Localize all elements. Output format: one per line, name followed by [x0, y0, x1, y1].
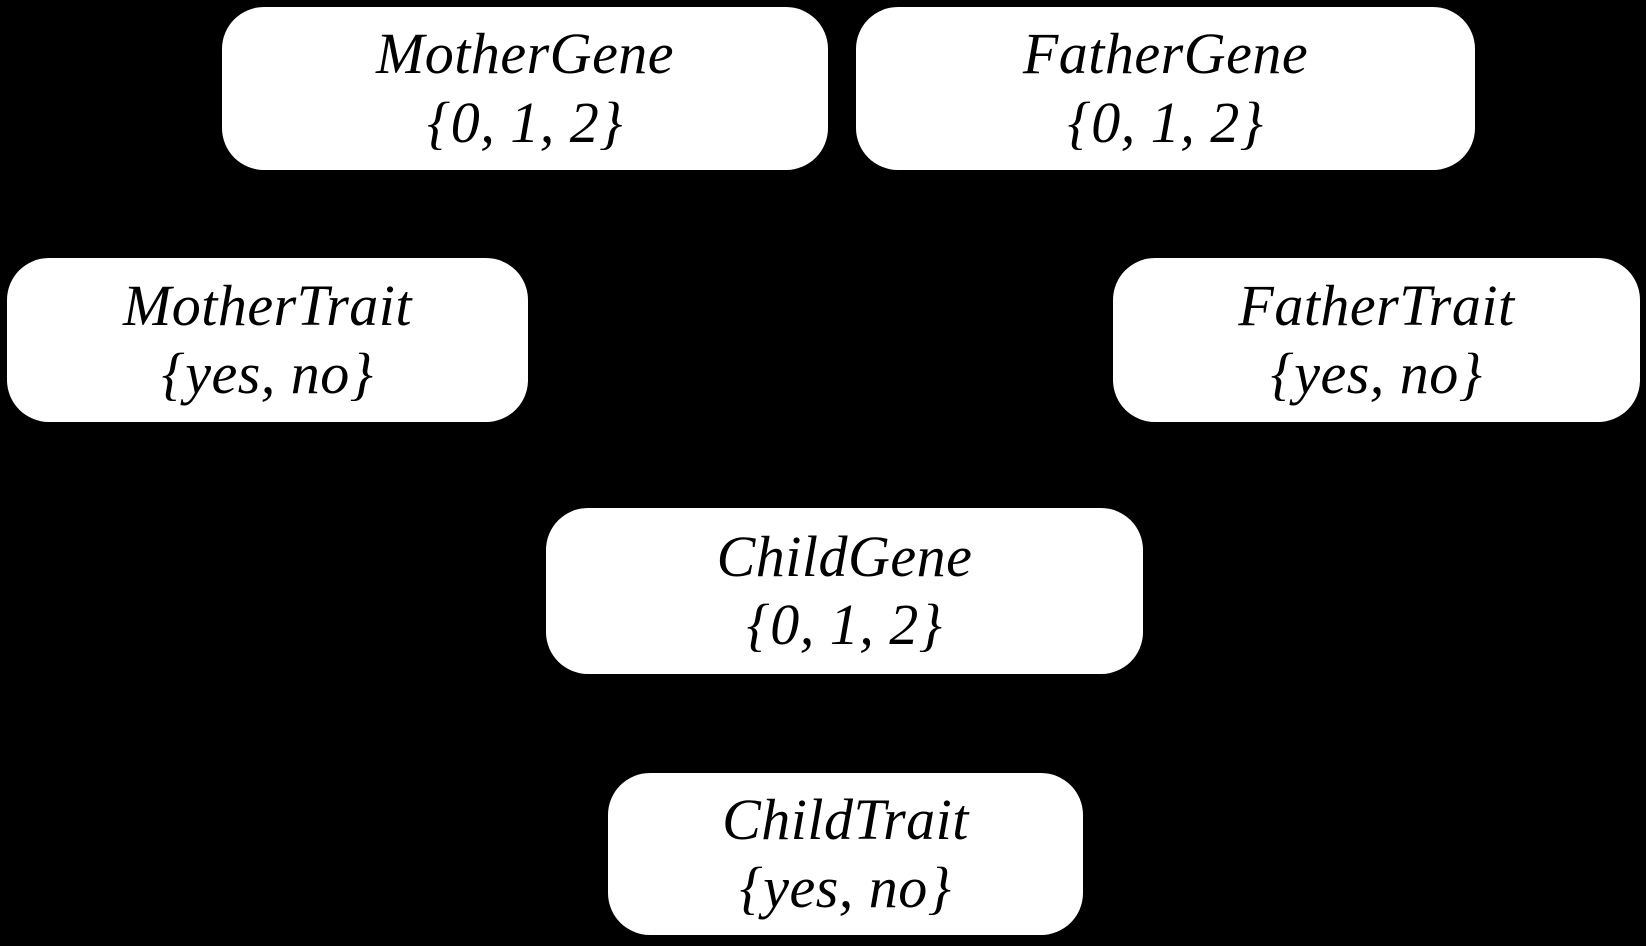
node-mother-gene: MotherGene {0, 1, 2} [222, 7, 828, 170]
node-mother-trait: MotherTrait {yes, no} [7, 258, 528, 422]
node-domain-values: {0, 1, 2} [746, 592, 943, 657]
node-child-trait: ChildTrait {yes, no} [608, 773, 1083, 935]
node-child-gene: ChildGene {0, 1, 2} [546, 508, 1143, 674]
node-domain-values: {yes, no} [161, 341, 374, 406]
node-domain-values: {0, 1, 2} [1067, 89, 1264, 155]
node-domain-values: {yes, no} [739, 855, 952, 920]
node-title: ChildTrait [722, 786, 969, 852]
node-title: FatherTrait [1238, 272, 1515, 338]
node-father-gene: FatherGene {0, 1, 2} [856, 7, 1475, 170]
node-father-trait: FatherTrait {yes, no} [1113, 258, 1640, 422]
node-domain-values: {0, 1, 2} [427, 89, 623, 155]
node-title: MotherGene [375, 21, 675, 87]
node-domain-values: {yes, no} [1270, 341, 1483, 406]
node-title: ChildGene [716, 523, 973, 589]
node-title: MotherTrait [122, 272, 413, 338]
node-title: FatherGene [1022, 21, 1309, 87]
